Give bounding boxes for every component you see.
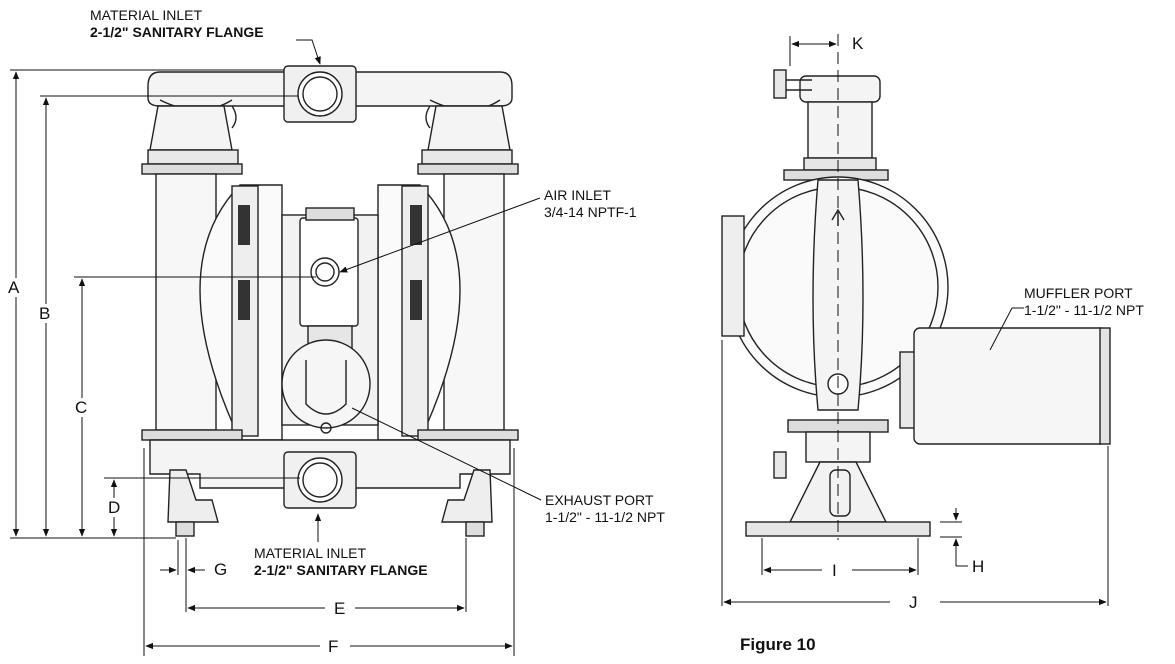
muffler-port-line2: 1-1/2" - 11-1/2 NPT — [1024, 302, 1144, 318]
material-inlet-top-line1: MATERIAL INLET — [90, 7, 203, 23]
front-view — [141, 65, 519, 537]
air-inlet-line2: 3/4-14 NPTF-1 — [544, 204, 637, 220]
muffler-port-callout: MUFFLER PORT 1-1/2" - 11-1/2 NPT — [1024, 286, 1144, 317]
material-inlet-top-callout: MATERIAL INLET 2-1/2" SANITARY FLANGE — [90, 8, 264, 39]
dimension-f-label: F — [328, 637, 339, 656]
bottom-manifold — [149, 439, 511, 509]
dimension-i-label: I — [832, 561, 837, 580]
figure-caption: Figure 10 — [740, 635, 816, 654]
exhaust-port-callout: EXHAUST PORT 1-1/2" - 11-1/2 NPT — [545, 493, 665, 524]
right-upper-housing — [427, 105, 511, 151]
left-upper-housing — [149, 105, 233, 151]
dimension-b-label: B — [39, 304, 51, 323]
dimension-a-label: A — [8, 278, 20, 297]
dimension-d-label: D — [108, 498, 121, 517]
dimension-k-label: K — [852, 34, 864, 53]
top-manifold — [147, 65, 513, 129]
dimension-e-label: E — [334, 599, 346, 618]
exhaust-port-line1: EXHAUST PORT — [545, 492, 654, 508]
material-inlet-bottom-callout: MATERIAL INLET 2-1/2" SANITARY FLANGE — [254, 546, 428, 577]
material-inlet-bottom-line1: MATERIAL INLET — [254, 545, 367, 561]
material-inlet-top-line2: 2-1/2" SANITARY FLANGE — [90, 24, 264, 40]
side-muffler — [913, 327, 1107, 445]
exhaust-port-line2: 1-1/2" - 11-1/2 NPT — [545, 509, 665, 525]
exhaust-muffler — [281, 339, 371, 429]
right-bottom-clamp — [417, 429, 519, 441]
air-inlet-callout: AIR INLET 3/4-14 NPTF-1 — [544, 188, 637, 219]
material-inlet-bottom-line2: 2-1/2" SANITARY FLANGE — [254, 562, 428, 578]
air-inlet-line1: AIR INLET — [544, 187, 611, 203]
dimension-c-label: C — [75, 398, 88, 417]
side-view — [721, 69, 1111, 537]
right-top-clamp — [421, 149, 513, 165]
dimension-j-label: J — [909, 593, 918, 612]
left-top-clamp — [147, 149, 239, 165]
right-foot — [441, 469, 493, 523]
left-foot — [167, 469, 219, 523]
muffler-port-line1: MUFFLER PORT — [1024, 285, 1133, 301]
left-bottom-clamp — [141, 429, 243, 441]
dimension-g-label: G — [214, 560, 228, 579]
dimension-h-label: H — [972, 557, 985, 576]
side-air-valve — [721, 215, 745, 337]
